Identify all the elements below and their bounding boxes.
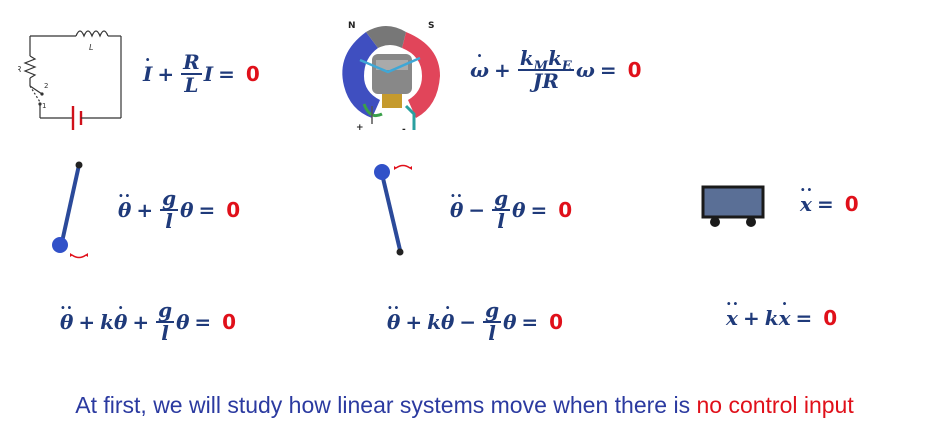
cart-equation-zero: 0	[844, 192, 859, 216]
resistor-label: R	[18, 65, 22, 74]
motor-minus-label: -	[402, 125, 406, 135]
inductor-label: L	[89, 43, 93, 52]
motor-equation-zero: 0	[627, 58, 642, 82]
rl-circuit-diagram: L R 2 1	[18, 30, 122, 130]
rl-equation-zero: 0	[245, 62, 260, 86]
pendulum-down-equation-zero: 0	[226, 198, 241, 222]
pendulum-up-damped-equation-zero: 0	[549, 310, 564, 334]
cart-illustration	[701, 185, 765, 227]
pendulum-down-damped-equation: θ + kθ + gl θ = 0	[60, 298, 237, 344]
motor-south-label: S	[428, 21, 434, 31]
motor-plus-label: +	[356, 123, 364, 133]
pendulum-up-damped-equation: θ + kθ − gl θ = 0	[387, 298, 564, 344]
pendulum-up-equation-zero: 0	[558, 198, 573, 222]
dc-motor-illustration: N S + -	[342, 21, 440, 135]
caption-highlight: no control input	[696, 392, 854, 418]
cart-damped-equation: x + kx = 0	[726, 294, 838, 330]
motor-equation: ω + kMkE JR ω = 0	[470, 46, 642, 92]
cart-damped-equation-zero: 0	[823, 306, 838, 330]
pendulum-down-damped-equation-zero: 0	[222, 310, 237, 334]
pendulum-down-illustration	[52, 161, 88, 259]
cart-equation: x = 0	[800, 180, 859, 216]
pendulum-down-equation: θ + gl θ = 0	[118, 186, 241, 232]
switch-label-1: 1	[42, 102, 46, 110]
pendulum-up-illustration	[374, 164, 412, 256]
motor-north-label: N	[348, 21, 356, 31]
switch-label-2: 2	[44, 82, 48, 90]
caption-main: At first, we will study how linear syste…	[75, 392, 691, 418]
caption: At first, we will study how linear syste…	[0, 392, 929, 419]
pendulum-up-equation: θ − gl θ = 0	[450, 186, 573, 232]
rl-equation: I + RL I = 0	[143, 50, 260, 96]
